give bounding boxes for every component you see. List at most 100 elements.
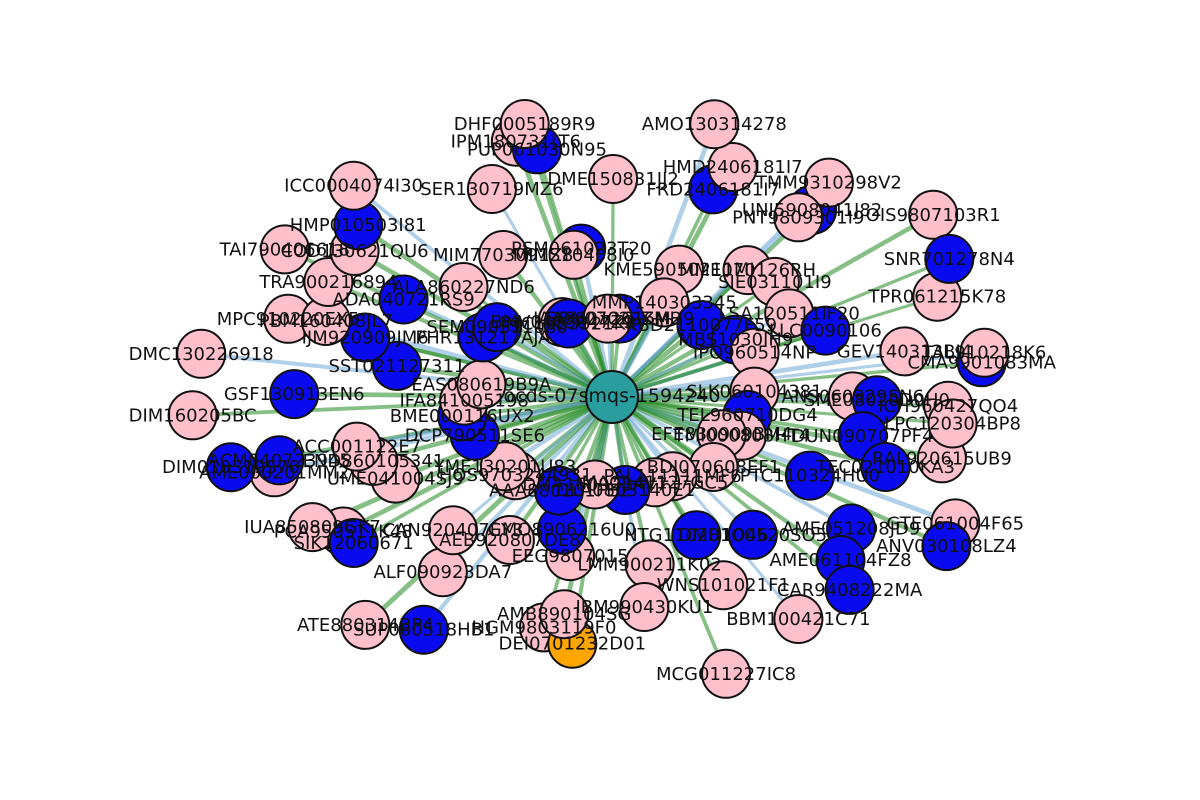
node-label-MBS1030IH9: MBS1030IH9 [678,330,793,351]
edge-BBM100421C71 [610,396,800,620]
node-GSF130913EN6[interactable] [269,369,320,420]
node-BBM100421C71[interactable] [773,594,824,644]
node-DIM010319S76[interactable] [205,442,256,493]
node-AMB890104SG[interactable] [539,589,590,640]
center-node[interactable] [585,370,639,424]
node-PTC110324HU0[interactable] [784,450,835,501]
node-label-IAA98012616M2: IAA98012616M2 [533,309,682,330]
node-MIMS10408I0[interactable] [548,229,599,280]
node-label-HOS9703244931: HOS9703244931 [439,465,593,486]
node-label-AMB890104SG: AMB890104SG [497,604,631,625]
node-label-UNI5908041J82: UNI5908041J82 [742,200,882,221]
node-label-BBM100421C71: BBM100421C71 [726,609,870,630]
node-label-LMM900211K02: LMM900211K02 [577,554,722,575]
node-label-OIS9807103R1: OIS9807103R1 [866,205,1001,226]
node-label-AEB920807DE8: AEB920807DE8 [439,530,580,551]
node-label-TAI790406618: TAI790406618 [219,239,350,260]
node-label-CAN920407EY3: CAN920407EY3 [383,520,524,541]
node-ACM040723945[interactable] [254,435,305,486]
node-AMO130314278[interactable] [689,99,740,150]
node-DHF0005189R9[interactable] [499,99,550,149]
node-LLC0090106[interactable] [800,305,851,356]
node-label-PHR131217AJA: PHR131217AJA [415,327,551,348]
node-DME150831JJ2[interactable] [588,154,639,204]
node-label-ACC001122E7: ACC001122E7 [293,437,422,458]
node-MCG011227IC8[interactable] [701,648,751,699]
node-label-NTG110201O46: NTG110201O46 [624,525,768,546]
node-IAA98012616M2[interactable] [582,293,633,344]
node-TAL910218K6[interactable] [959,327,1010,378]
node-ACC001122E7[interactable] [331,421,382,472]
node-SEM090311080[interactable] [472,302,523,353]
node-AEB920807DE8[interactable] [484,515,535,565]
node-SIK12060671[interactable] [328,518,379,568]
edge-UME041004SJ9 [394,394,613,481]
node-SST021127311[interactable] [371,340,422,391]
node-HMD2406181I7[interactable] [707,142,758,192]
node-label-DUN090707PF4: DUN090707PF4 [792,426,934,447]
node-label-SIK12060671: SIK12060671 [294,533,414,554]
node-label-MME070126RH: MME070126RH [679,260,816,281]
node-label-EEG9807015: EEG9807015 [512,546,629,567]
node-label-FRD2406181I7: FRD2406181I7 [646,179,780,200]
node-label-ADA040721RS9: ADA040721RS9 [332,290,474,311]
node-label-PSM061023T20: PSM061023T20 [511,239,651,260]
node-ALA860227ND6[interactable] [438,262,489,312]
node-SNR701278N4[interactable] [924,233,975,284]
node-label-ANS060329SN6: ANS060329SN6 [782,386,924,407]
node-label-DMC130226918: DMC130226918 [129,344,274,365]
node-ATE880314BP4[interactable] [340,599,391,650]
node-label-PUP061030N95: PUP061030N95 [467,139,607,160]
node-label-ICC0004074I30: ICC0004074I30 [284,176,423,197]
node-CAR9408222MA[interactable] [824,564,875,615]
edge-PCA950511K48 [342,394,614,534]
node-label-SNR701278N4: SNR701278N4 [884,249,1015,270]
node-layer [167,99,1010,699]
node-YME130201U83[interactable] [480,441,530,492]
node-TAI790406618[interactable] [259,224,310,275]
node-SER130719MZ6[interactable] [466,164,517,214]
edge-LLC0090106 [611,328,826,399]
node-TEC021010KA3[interactable] [860,442,911,492]
node-WNS101021F1[interactable] [698,560,749,611]
node-TMM9310298V2[interactable] [803,157,854,208]
node-label-SST021127311: SST021127311 [328,356,465,377]
node-DMH100520SO5[interactable] [727,509,778,560]
node-SUP060518HB1[interactable] [398,604,449,655]
node-label-EAS080619B9A: EAS080619B9A [411,374,552,395]
node-CAN920407EY3[interactable] [428,505,478,556]
node-MMP140303345[interactable] [639,277,690,328]
node-label-DIM010319S76: DIM010319S76 [162,457,300,478]
node-label-SEM090311080: SEM090311080 [426,317,567,338]
node-ICC0004074I30[interactable] [328,160,379,211]
node-LPC120304BP8[interactable] [927,398,978,449]
node-label-SUP060518HB1: SUP060518HB1 [353,620,495,641]
node-OIS9807103R1[interactable] [908,189,959,240]
node-label-AMO130314278: AMO130314278 [642,114,787,135]
node-ANV030108LZ4[interactable] [921,521,972,572]
node-PNT9809301I9[interactable] [773,192,824,243]
node-IBM990430KU1[interactable] [619,582,670,632]
node-label-AME000201MM2: AME000201MM2 [199,462,349,483]
node-DIM160205BC[interactable] [167,390,218,441]
node-label-EFE830909BM4: EFE830909BM4 [651,424,792,445]
node-label-MIMS10408I0: MIMS10408I0 [513,245,635,266]
edge-MCG011227IC8 [610,396,728,675]
node-label-LLC0090106: LLC0090106 [769,321,882,342]
node-DMC130226918[interactable] [176,328,227,379]
node-label-ATE880314BP4: ATE880314BP4 [297,615,434,636]
node-NTG110201O46[interactable] [671,510,722,561]
node-GEV140313BJ4[interactable] [879,326,930,377]
node-label-AME051208JD9: AME051208JD9 [782,519,921,540]
node-label-GSF130913EN6: GSF130913EN6 [224,384,365,405]
node-ADA040721RS9[interactable] [378,274,429,325]
node-label-KME59050211MI: KME59050211MI [604,260,755,281]
node-label-TRA900216894: TRA900216894 [258,272,397,293]
edge-IUA850809GK7 [311,394,613,530]
node-label-AME061104FZ8: AME061104FZ8 [769,550,911,571]
node-MIM7703091Z8[interactable] [478,230,529,280]
node-label-IUA850809GK7: IUA850809GK7 [244,517,381,538]
edge-ANV030108LZ4 [611,394,948,549]
center-node-group[interactable]: ocds-07smqs-1594240 [504,370,721,424]
node-label-PTC110324HU0: PTC110324HU0 [740,466,880,487]
